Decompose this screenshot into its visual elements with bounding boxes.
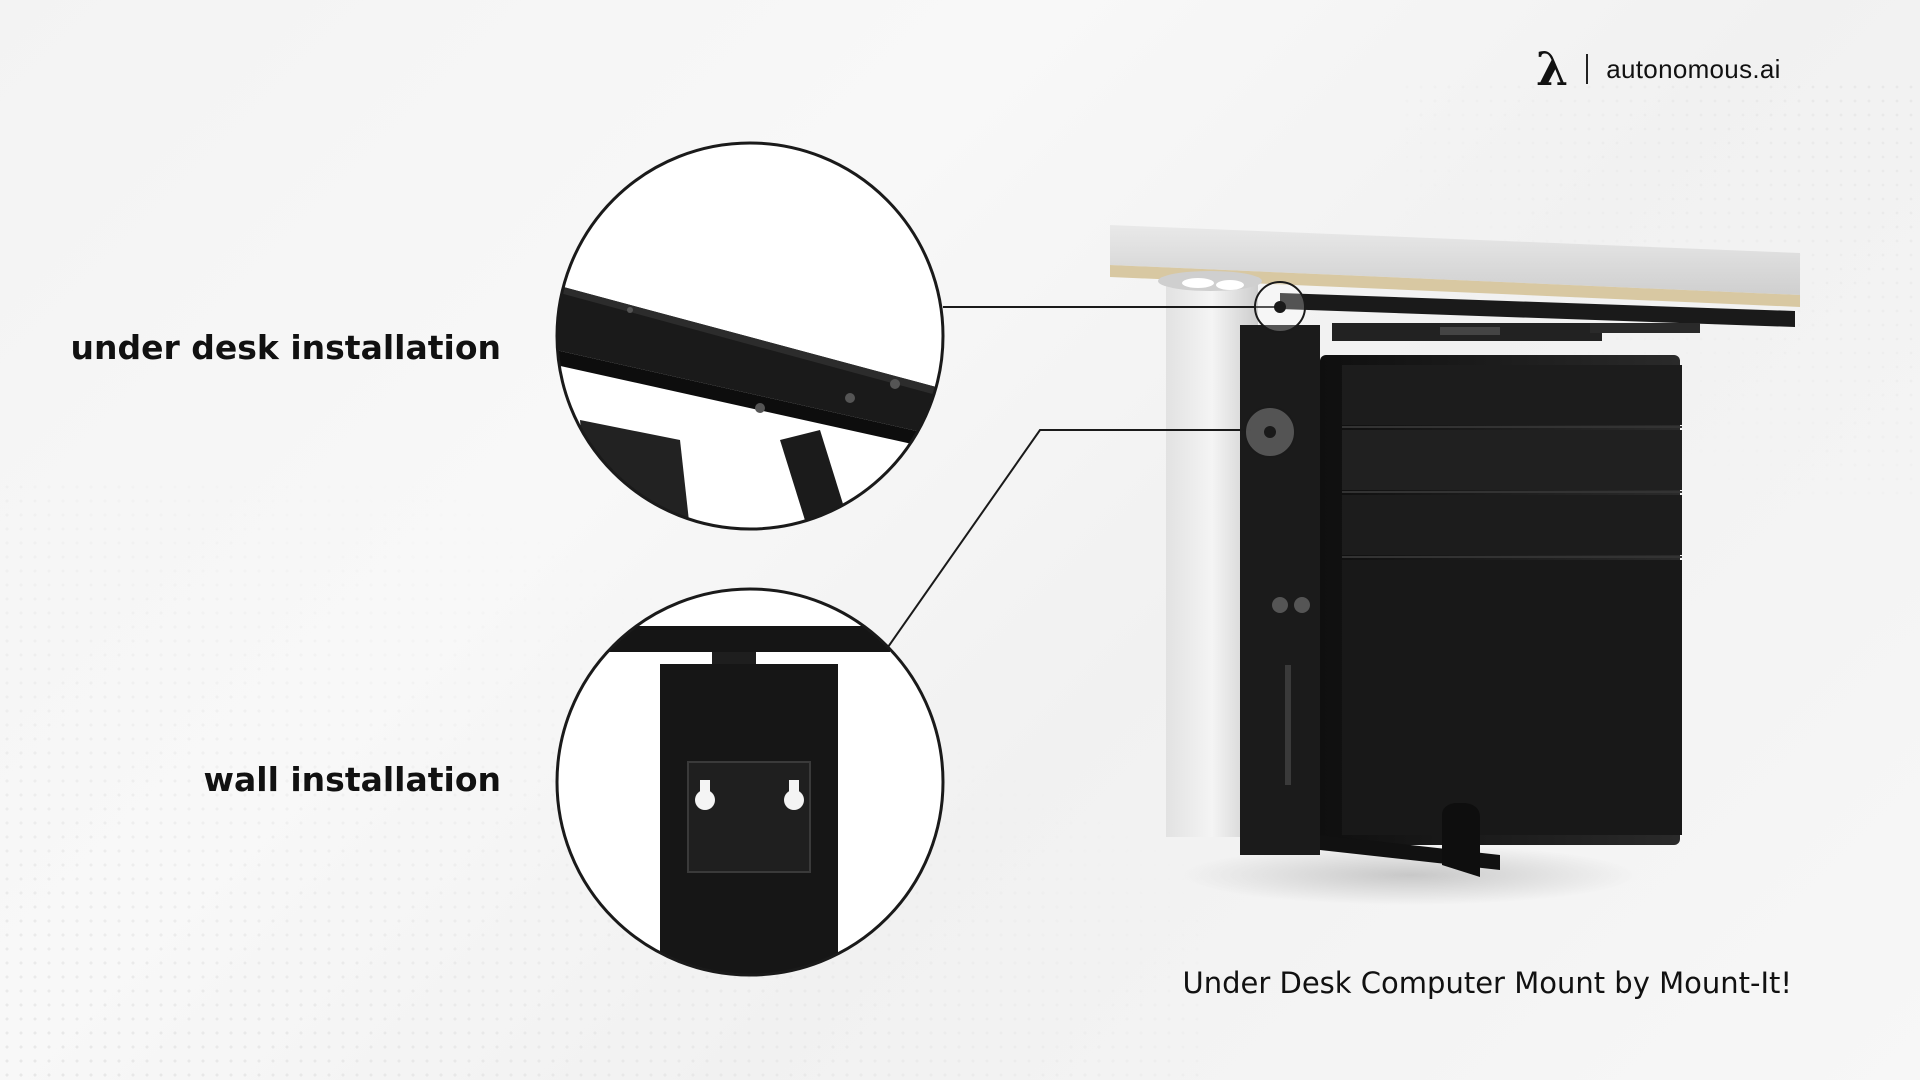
brand-logo[interactable]: λ autonomous.ai: [1536, 44, 1781, 94]
product-photo: [1110, 225, 1800, 905]
lambda-logo-icon: λ: [1536, 42, 1569, 96]
under-desk-installation-label: under desk installation: [70, 328, 501, 367]
product-caption: Under Desk Computer Mount by Mount-It!: [1182, 966, 1792, 1000]
brand-name: autonomous.ai: [1606, 53, 1781, 84]
mounted-pc: [1180, 325, 1682, 905]
wall-installation-label: wall installation: [203, 760, 502, 799]
logo-divider: [1586, 54, 1589, 84]
background-dot-pattern: [0, 480, 1200, 1080]
mount-rail: [1280, 293, 1795, 341]
